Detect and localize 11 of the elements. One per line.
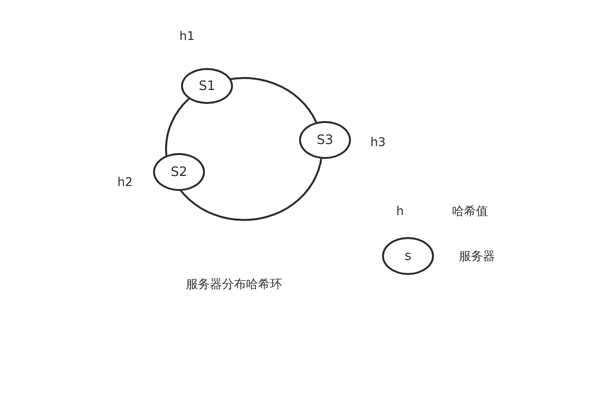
beside-label: 服务器: [459, 250, 495, 262]
beside-label: h2: [117, 176, 133, 188]
legend-text: 哈希值: [452, 205, 488, 217]
server-ellipse: S1: [181, 68, 233, 104]
server-ellipse: s: [382, 237, 434, 275]
beside-label: h3: [370, 136, 386, 148]
caption: 服务器分布哈希环: [186, 278, 282, 290]
beside-label: h1: [179, 30, 195, 42]
legend-symbol: h: [396, 205, 404, 217]
server-ellipse: S2: [153, 153, 205, 191]
server-ellipse: S3: [299, 121, 351, 159]
